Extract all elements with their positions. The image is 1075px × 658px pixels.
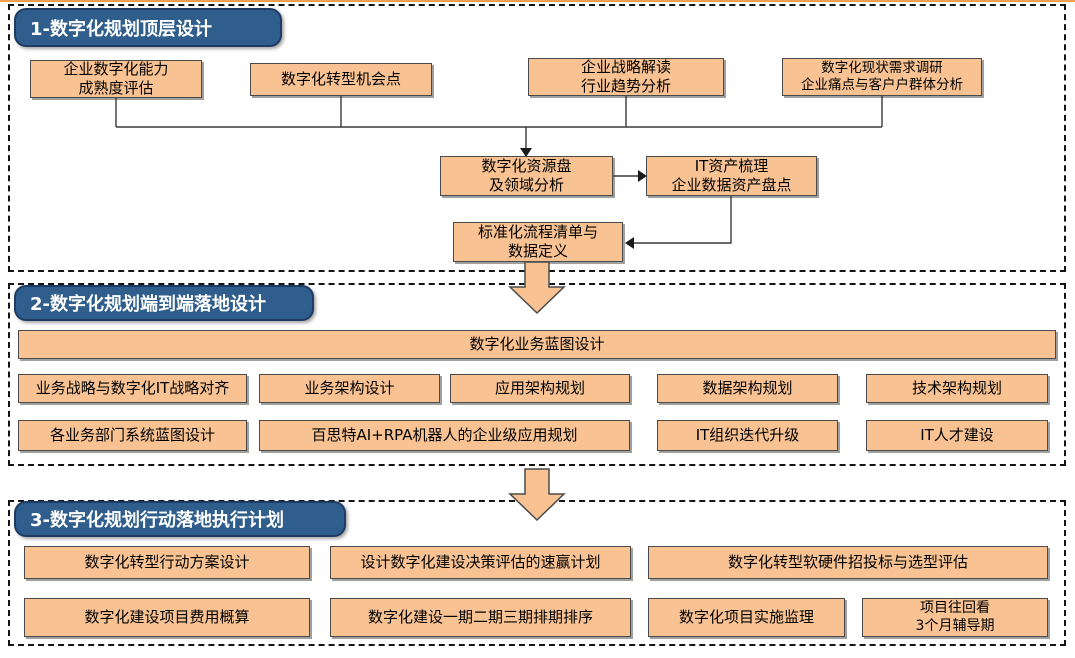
node-bidding-selection-evaluation: 数字化转型软硬件招投标与选型评估 <box>648 546 1048 579</box>
section-3-title: 3-数字化规划行动落地执行计划 <box>30 510 284 531</box>
section-2-title: 2-数字化规划端到端落地设计 <box>30 294 266 315</box>
node-application-architecture: 应用架构规划 <box>450 374 630 403</box>
node-data-architecture: 数据架构规划 <box>657 374 838 403</box>
node-digital-resource-inventory: 数字化资源盘 及领域分析 <box>440 156 613 196</box>
node-transformation-opportunities: 数字化转型机会点 <box>250 63 432 96</box>
node-phase-scheduling: 数字化建设一期二期三期排期排序 <box>330 598 631 637</box>
node-standardized-process-list: 标准化流程清单与 数据定义 <box>453 222 623 262</box>
node-action-plan-design: 数字化转型行动方案设计 <box>24 546 310 579</box>
section-2-header: 2-数字化规划端到端落地设计 <box>14 285 314 321</box>
node-quick-win-plan: 设计数字化建设决策评估的速赢计划 <box>330 546 631 579</box>
node-project-review-coaching: 项目往回看 3个月辅导期 <box>862 598 1048 637</box>
section-1-title: 1-数字化规划顶层设计 <box>30 18 212 40</box>
node-it-asset-review: IT资产梳理 企业数据资产盘点 <box>646 156 817 196</box>
node-department-blueprints: 各业务部门系统蓝图设计 <box>18 420 247 451</box>
node-it-talent: IT人才建设 <box>866 420 1048 451</box>
section-1-header: 1-数字化规划顶层设计 <box>14 8 282 47</box>
node-digital-capability-maturity: 企业数字化能力 成熟度评估 <box>30 60 202 98</box>
node-ai-rpa-application-planning: 百思特AI+RPA机器人的企业级应用规划 <box>259 420 630 451</box>
node-business-blueprint-bar: 数字化业务蓝图设计 <box>18 330 1056 359</box>
node-it-org-upgrade: IT组织迭代升级 <box>657 420 838 451</box>
node-status-demand-research: 数字化现状需求调研 企业痛点与客户户群体分析 <box>782 58 982 96</box>
top-rule <box>0 0 1075 2</box>
node-project-cost-estimate: 数字化建设项目费用概算 <box>24 598 310 637</box>
node-business-architecture: 业务架构设计 <box>259 374 440 403</box>
node-technical-architecture: 技术架构规划 <box>866 374 1048 403</box>
node-strategy-alignment: 业务战略与数字化IT战略对齐 <box>18 374 247 403</box>
section-3-header: 3-数字化规划行动落地执行计划 <box>14 501 346 537</box>
node-implementation-supervision: 数字化项目实施监理 <box>648 598 845 637</box>
node-strategy-interpretation: 企业战略解读 行业趋势分析 <box>528 58 724 96</box>
